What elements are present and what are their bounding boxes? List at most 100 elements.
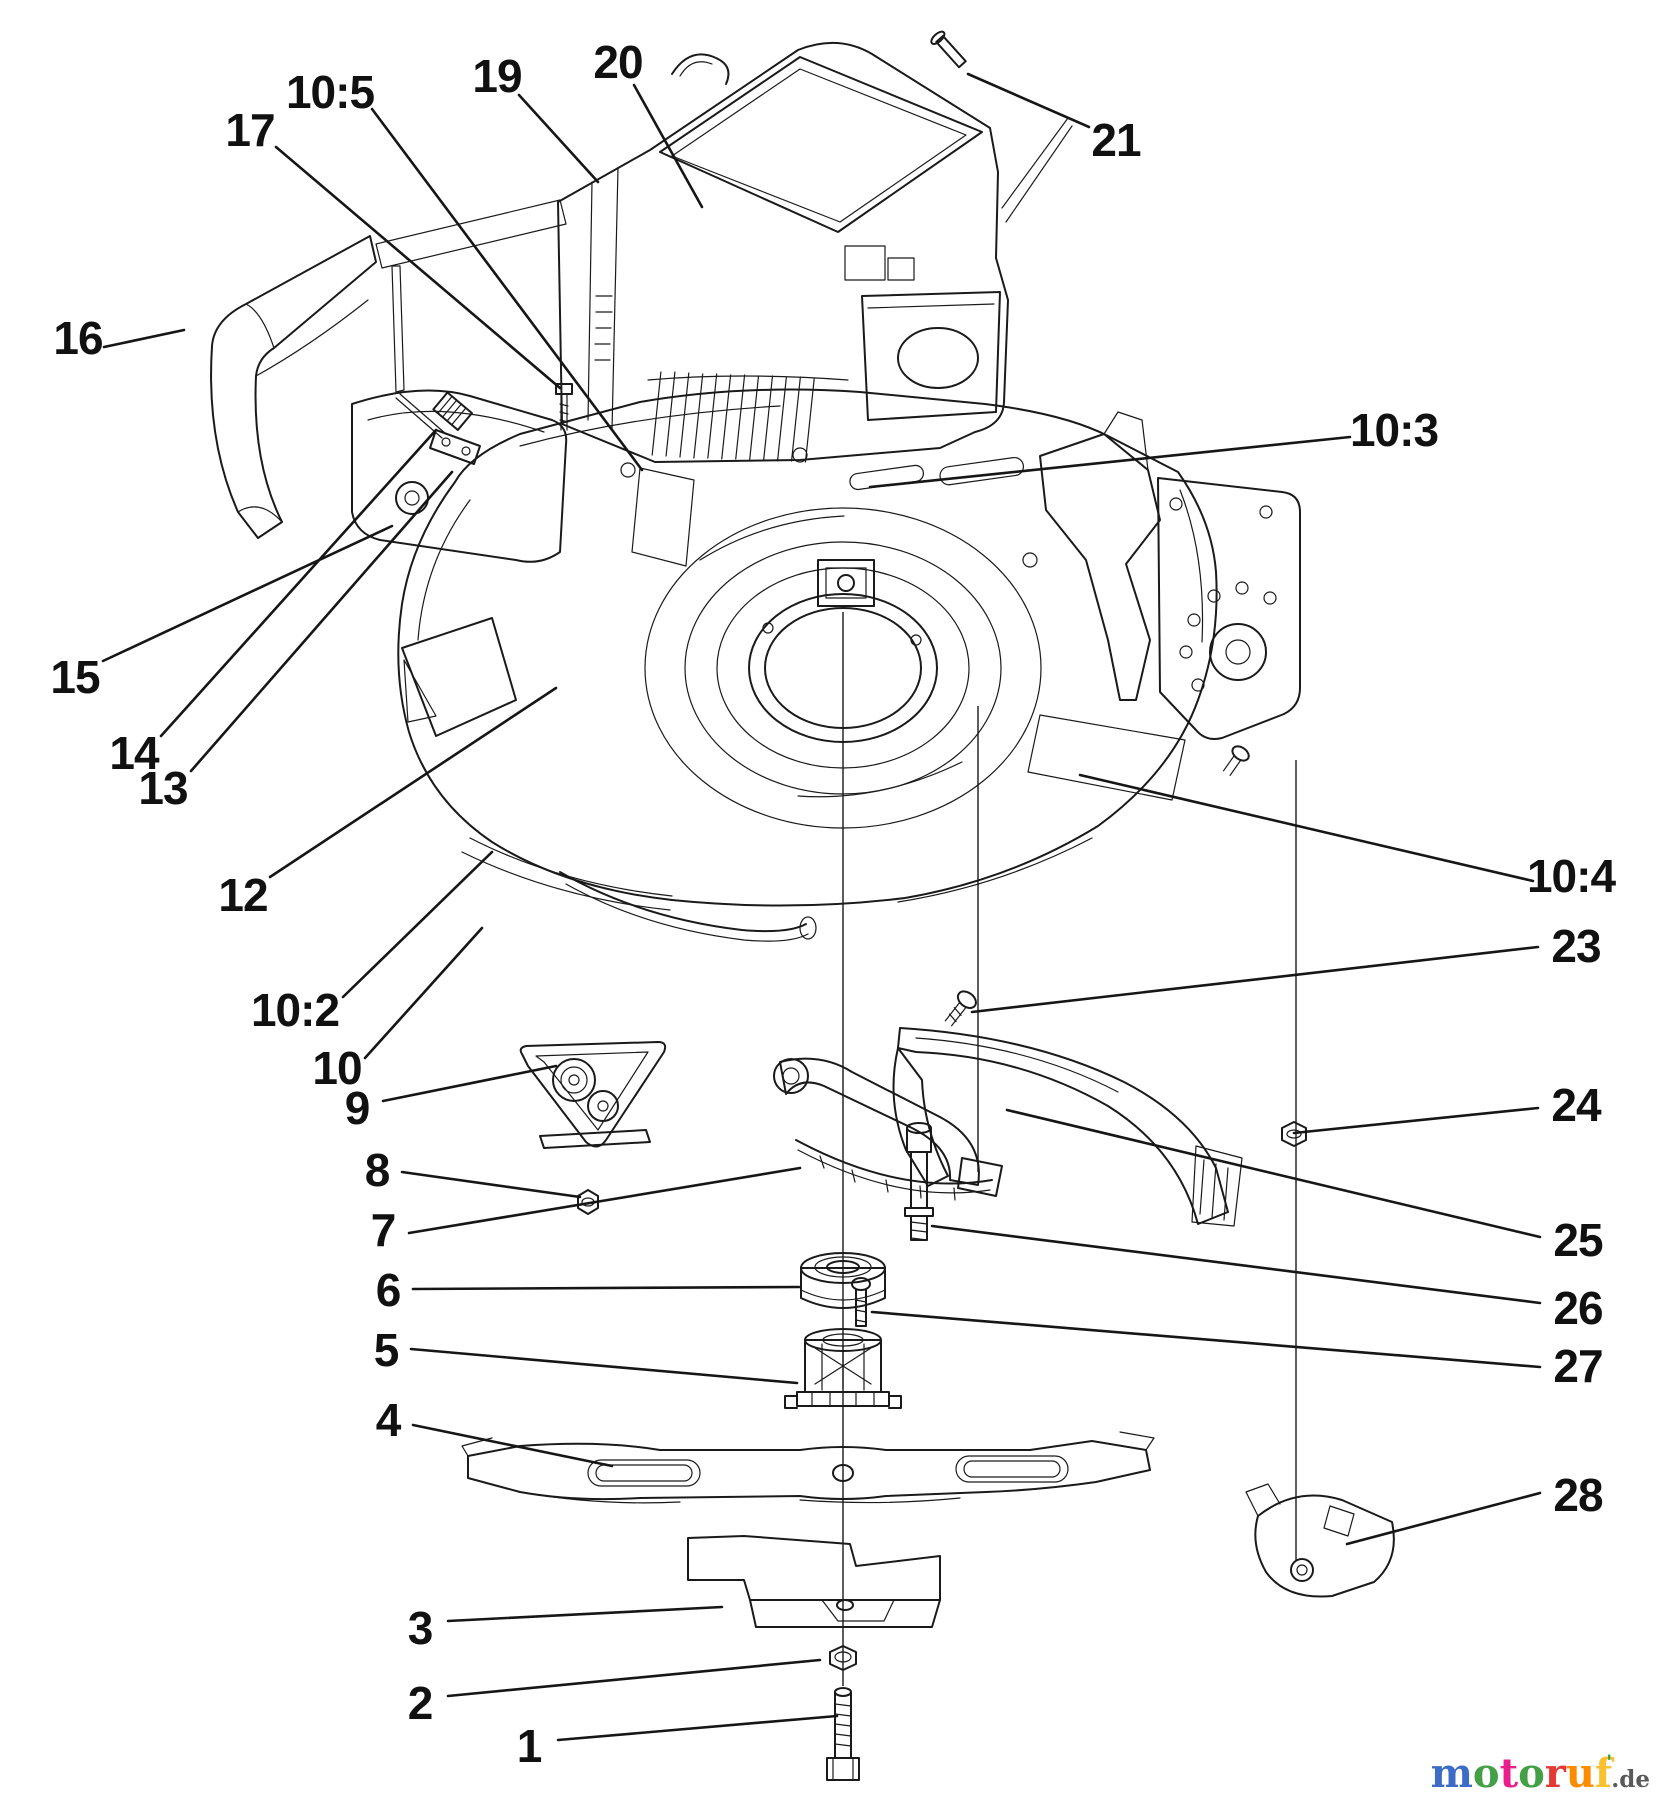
- hinge-nut: [1281, 1121, 1307, 1147]
- pivot-bolt: [851, 1277, 871, 1327]
- callout-label-10:2: 10:2: [251, 984, 339, 1036]
- side-chute-panel-outer: [210, 235, 377, 539]
- watermark-letter: o: [1518, 1750, 1545, 1797]
- discharge-deflector: [892, 1027, 1243, 1227]
- blade-adapter: [784, 1328, 902, 1409]
- spindle-bearing: [800, 1252, 886, 1309]
- callout-leader-24: [1292, 1106, 1540, 1135]
- callout-leader-28: [1345, 1491, 1542, 1546]
- plate-screw: [1222, 745, 1250, 777]
- callout-label-6: 6: [376, 1264, 401, 1316]
- rear-frame-bracket: [1039, 411, 1161, 701]
- callout-label-13: 13: [138, 762, 187, 814]
- callout-label-25: 25: [1553, 1214, 1603, 1266]
- callout-label-28: 28: [1553, 1469, 1603, 1521]
- callout-leader-3: [446, 1605, 724, 1623]
- deck-decal-right: [1027, 714, 1186, 801]
- callout-leader-26: [930, 1224, 1542, 1305]
- deflector-screw: [944, 990, 977, 1027]
- axis-lines: [842, 612, 1297, 1686]
- callout-leader-12: [268, 686, 558, 879]
- callout-leader-14: [159, 428, 438, 738]
- watermark-letter: m: [1430, 1750, 1473, 1797]
- blade-brake-cover: [519, 1041, 667, 1149]
- callout-label-15: 15: [50, 651, 100, 703]
- front-baffle: [401, 617, 817, 942]
- blade-nut: [829, 1645, 857, 1671]
- callout-label-24: 24: [1551, 1079, 1602, 1131]
- callout-leader-9: [381, 1064, 558, 1103]
- side-chute-group: [210, 199, 573, 563]
- brake-arm: [773, 1057, 1003, 1201]
- callout-leader-21: [966, 72, 1091, 129]
- chute-rod: [391, 265, 405, 393]
- callout-leader-19: [517, 93, 600, 184]
- callout-leader-20: [632, 83, 704, 209]
- shoulder-spacer: [904, 1122, 934, 1241]
- callout-label-20: 20: [593, 36, 642, 88]
- callout-label-4: 4: [376, 1394, 402, 1446]
- watermark-letter: o: [1472, 1750, 1500, 1797]
- side-bracket: [1245, 1483, 1395, 1598]
- recoil-handle: [671, 53, 730, 85]
- callout-leader-23: [970, 945, 1540, 1014]
- callout-leader-7: [407, 1166, 802, 1235]
- callout-label-17: 17: [225, 104, 274, 156]
- chute-crossbar: [375, 199, 567, 269]
- callout-label-14: 14: [109, 727, 160, 779]
- callout-leader-10:4: [1078, 773, 1535, 883]
- callout-leader-13: [189, 470, 454, 773]
- watermark-letter: r: [1544, 1750, 1566, 1797]
- callout-leader-10: [363, 926, 484, 1060]
- callout-leader-5: [409, 1347, 799, 1385]
- watermark-logo: motoruf'.de: [1431, 1752, 1650, 1794]
- watermark-letter: t: [1499, 1750, 1519, 1797]
- callout-leader-1: [556, 1714, 839, 1742]
- callout-leader-17: [274, 145, 562, 390]
- callout-leader-15: [101, 524, 394, 663]
- callout-label-19: 19: [472, 50, 521, 102]
- watermark-suffix: .de: [1611, 1766, 1650, 1793]
- mower-deck: [397, 388, 1218, 942]
- callout-leader-2: [446, 1658, 822, 1698]
- callout-label-10:4: 10:4: [1527, 850, 1616, 902]
- cooling-fins: [651, 371, 815, 463]
- engine-assembly: [557, 30, 1073, 463]
- callout-leader-27: [870, 1310, 1542, 1369]
- callout-label-3: 3: [408, 1602, 433, 1654]
- watermark-tick: ': [1606, 1750, 1613, 1774]
- callout-label-10: 10: [312, 1042, 361, 1094]
- callout-label-26: 26: [1553, 1282, 1602, 1334]
- fuel-tank: [844, 245, 1001, 421]
- callout-label-1: 1: [517, 1720, 542, 1772]
- callout-label-16: 16: [53, 312, 102, 364]
- callout-leader-10:5: [370, 107, 644, 472]
- throttle-cable: [1001, 117, 1073, 223]
- callout-leader-4: [411, 1423, 614, 1468]
- blade: [461, 1431, 1155, 1504]
- callout-leader-6: [411, 1285, 801, 1291]
- callout-leader-8: [400, 1170, 582, 1199]
- engine-pin: [930, 30, 967, 69]
- blade-bolt: [826, 1687, 860, 1781]
- callout-label-10:3: 10:3: [1350, 404, 1438, 456]
- callout-label-7: 7: [371, 1204, 396, 1256]
- callout-leader-10:3: [868, 435, 1352, 489]
- chute-knob: [395, 481, 429, 515]
- callout-label-9: 9: [345, 1082, 370, 1134]
- callout-leader-25: [1005, 1108, 1542, 1239]
- chute-bolt: [555, 383, 573, 431]
- callout-label-10:5: 10:5: [286, 66, 374, 118]
- callout-label-21: 21: [1091, 114, 1141, 166]
- callout-label-2: 2: [408, 1677, 433, 1729]
- blade-stiffener: [687, 1535, 941, 1628]
- callout-label-5: 5: [374, 1324, 399, 1376]
- deck-decal-left: [631, 467, 695, 567]
- watermark-letter: f: [1594, 1750, 1613, 1797]
- chute-spring: [432, 391, 473, 431]
- callout-label-12: 12: [218, 869, 267, 921]
- callout-label-27: 27: [1553, 1340, 1602, 1392]
